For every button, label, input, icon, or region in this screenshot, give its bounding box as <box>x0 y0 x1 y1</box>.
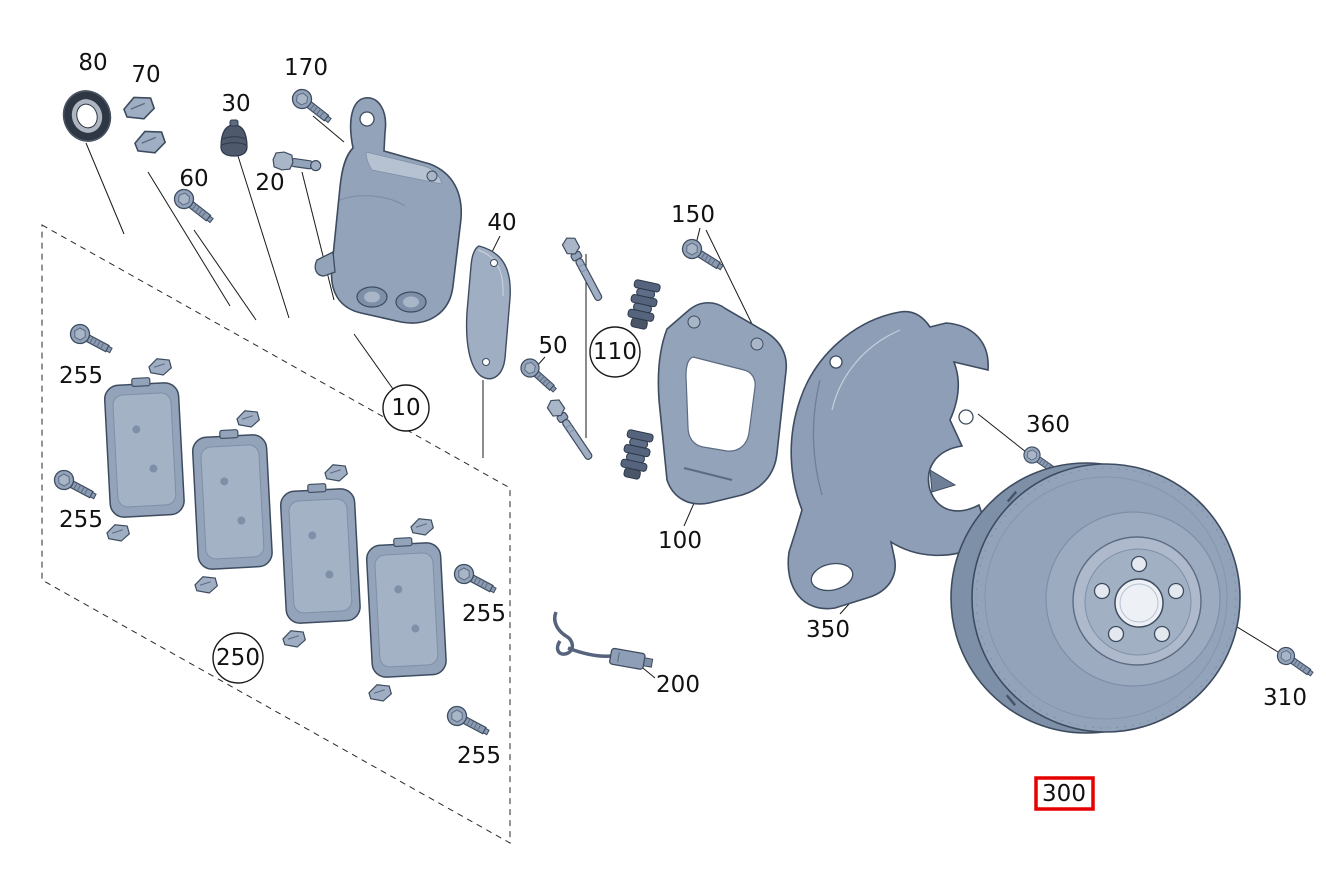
bolt-part-310 <box>1273 643 1318 682</box>
part-label-20[interactable]: 20 <box>255 170 284 196</box>
wear-sensor-part-200 <box>553 611 654 670</box>
part-label-70[interactable]: 70 <box>131 62 160 88</box>
bolt-part-255-1 <box>66 320 117 360</box>
brake-caliper-part-10 <box>314 97 463 324</box>
bolt-part-255-4 <box>443 702 494 742</box>
part-label-10[interactable]: 10 <box>382 384 430 432</box>
cap-part-30 <box>220 119 248 157</box>
bolt-part-170 <box>288 85 337 129</box>
bolt-part-150 <box>678 235 728 277</box>
bolt-part-255-3 <box>450 560 501 600</box>
pad-kit-dashed-outline <box>41 224 511 844</box>
svg-text:300: 300 <box>1042 781 1086 807</box>
splash-shield-part-350 <box>787 310 991 610</box>
part-label-300[interactable]: 300 <box>1034 776 1095 811</box>
screw-part-50 <box>516 354 562 398</box>
part-label-50[interactable]: 50 <box>538 333 567 359</box>
brake-disc-part-300 <box>950 462 1241 734</box>
spring-clips-part-70 <box>121 93 168 158</box>
part-label-350[interactable]: 350 <box>806 617 850 643</box>
part-label-40[interactable]: 40 <box>487 210 516 236</box>
part-label-250[interactable]: 250 <box>212 632 264 684</box>
svg-text:250: 250 <box>216 645 260 671</box>
seal-ring-part-80 <box>62 90 112 142</box>
svg-text:110: 110 <box>593 339 637 365</box>
part-label-200[interactable]: 200 <box>656 672 700 698</box>
svg-text:10: 10 <box>391 395 420 421</box>
fitting-part-20 <box>272 151 322 172</box>
bolt-part-255-2 <box>50 466 101 506</box>
part-label-255-4[interactable]: 255 <box>457 743 501 769</box>
part-label-80[interactable]: 80 <box>78 50 107 76</box>
part-label-30[interactable]: 30 <box>221 91 250 117</box>
part-label-110[interactable]: 110 <box>589 326 641 378</box>
shim-plate-part-40 <box>465 245 511 380</box>
selection-highlight-box <box>1034 776 1095 811</box>
part-label-255-2[interactable]: 255 <box>59 507 103 533</box>
caliper-bracket-part-100 <box>657 301 788 505</box>
part-label-170[interactable]: 170 <box>284 55 328 81</box>
part-label-360[interactable]: 360 <box>1026 412 1070 438</box>
part-label-150[interactable]: 150 <box>671 202 715 228</box>
bolt-part-60 <box>170 185 219 229</box>
part-label-60[interactable]: 60 <box>179 166 208 192</box>
part-labels: 80 70 30 170 60 20 40 50 150 100 255 255… <box>59 50 1307 811</box>
part-label-255-1[interactable]: 255 <box>59 363 103 389</box>
part-label-310[interactable]: 310 <box>1263 685 1307 711</box>
part-label-100[interactable]: 100 <box>658 528 702 554</box>
part-label-255-3[interactable]: 255 <box>462 601 506 627</box>
